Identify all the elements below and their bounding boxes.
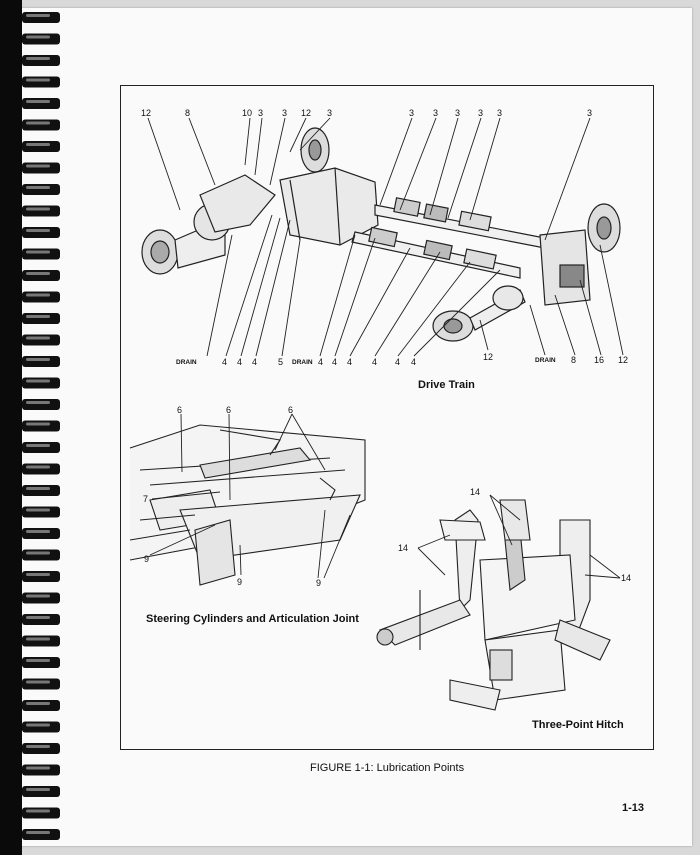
- callout-label: 3: [258, 108, 264, 118]
- callout-label: 12: [301, 108, 312, 118]
- binding-coil-highlight: [26, 831, 50, 834]
- callout-label: 14: [398, 543, 409, 553]
- callout-label: 14: [470, 487, 481, 497]
- binding-coil-highlight: [26, 788, 50, 791]
- binding-coil-highlight: [26, 121, 50, 125]
- binding-coil-highlight: [26, 207, 50, 211]
- binding-coil-highlight: [26, 659, 50, 662]
- binding-coil-highlight: [26, 766, 50, 770]
- callout-label: 10: [242, 108, 253, 118]
- callout-label: 14: [621, 573, 632, 583]
- callout-label: 6: [288, 405, 294, 415]
- callout-label: 16: [594, 355, 605, 365]
- callout-label: 4: [411, 357, 417, 367]
- spiral-binding: [0, 0, 60, 855]
- callout-label: 3: [282, 108, 288, 118]
- callout-label: 8: [571, 355, 577, 365]
- binding-coil-highlight: [26, 637, 50, 641]
- binding-coil-highlight: [26, 422, 50, 426]
- callout-label: 4: [395, 357, 401, 367]
- callout-label: 9: [316, 578, 322, 588]
- callout-label: 4: [252, 357, 258, 367]
- callout-label: 12: [141, 108, 152, 118]
- binding-coil-highlight: [26, 401, 50, 404]
- callout-label: 8: [185, 108, 191, 118]
- callout-label: 4: [237, 357, 243, 367]
- binding-coil-highlight: [26, 164, 50, 168]
- binding-coil-highlight: [26, 487, 50, 490]
- binding-coil-highlight: [26, 186, 50, 189]
- binding-coil-highlight: [26, 702, 50, 705]
- binding-coil-highlight: [26, 594, 50, 598]
- callout-label: 4: [318, 357, 324, 367]
- callout-label: 3: [455, 108, 461, 118]
- binding-coil-highlight: [26, 551, 50, 555]
- binding-coil-highlight: [26, 143, 50, 146]
- binding-coil-highlight: [26, 530, 50, 533]
- binding-coil-highlight: [26, 14, 50, 17]
- callout-label: 4: [372, 357, 378, 367]
- callout-label: 7: [143, 494, 149, 504]
- steering-title: Steering Cylinders and Articulation Join…: [146, 613, 359, 625]
- callout-label: 6: [177, 405, 183, 415]
- callout-label: 4: [347, 357, 353, 367]
- hitch-title: Three-Point Hitch: [532, 719, 624, 731]
- drain-label: DRAIN: [535, 357, 556, 364]
- binding-coil-highlight: [26, 745, 50, 748]
- binding-coil-highlight: [26, 379, 50, 383]
- callout-label: 4: [222, 357, 228, 367]
- binding-coil-highlight: [26, 78, 50, 82]
- drain-label: DRAIN: [176, 359, 197, 366]
- binding-coil-highlight: [26, 250, 50, 254]
- binding-coil-highlight: [26, 100, 50, 103]
- callout-label: 9: [144, 554, 150, 564]
- drive-train-title: Drive Train: [418, 379, 475, 391]
- callout-label: 3: [478, 108, 484, 118]
- callout-label: 4: [332, 357, 338, 367]
- callout-label: 9: [237, 577, 243, 587]
- binding-coil-highlight: [26, 315, 50, 318]
- binding-coil-highlight: [26, 293, 50, 297]
- binding-coil-highlight: [26, 680, 50, 684]
- callout-label: 3: [497, 108, 503, 118]
- callout-label: 12: [618, 355, 629, 365]
- callout-label: 5: [278, 357, 284, 367]
- drain-label: DRAIN: [292, 359, 313, 366]
- binding-coil-highlight: [26, 573, 50, 576]
- binding-coil-highlight: [26, 723, 50, 727]
- figure-caption: FIGURE 1-1: Lubrication Points: [310, 762, 465, 774]
- binding-coil-highlight: [26, 229, 50, 232]
- binding-coil-highlight: [26, 272, 50, 275]
- binding-coil-highlight: [26, 465, 50, 469]
- binding-coil-highlight: [26, 336, 50, 340]
- callout-label: 3: [409, 108, 415, 118]
- binding-coil-highlight: [26, 57, 50, 60]
- binding-coil-highlight: [26, 444, 50, 447]
- binding-coil-highlight: [26, 508, 50, 512]
- binding-coil-highlight: [26, 809, 50, 813]
- callout-label: 3: [327, 108, 333, 118]
- binding-coil-highlight: [26, 616, 50, 619]
- callout-label: 12: [483, 352, 494, 362]
- manual-page: [8, 8, 692, 846]
- binding-coil-highlight: [26, 358, 50, 361]
- figure-frame: [120, 85, 654, 750]
- callout-label: 3: [587, 108, 593, 118]
- binding-coil-highlight: [26, 35, 50, 39]
- callout-label: 3: [433, 108, 439, 118]
- callout-label: 6: [226, 405, 232, 415]
- page-number: 1-13: [622, 802, 645, 814]
